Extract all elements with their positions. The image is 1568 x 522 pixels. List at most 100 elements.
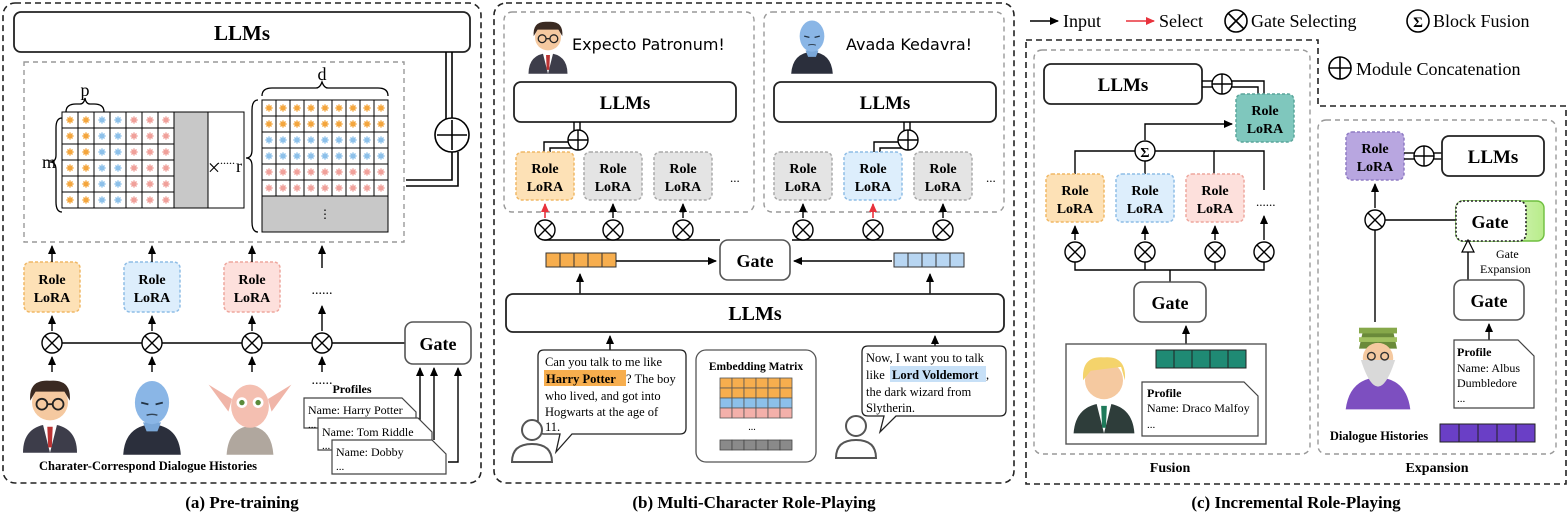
legend-input: Input: [1063, 11, 1101, 31]
embedding-cell: [767, 439, 781, 451]
svg-text:Can you talk to me like: Can you talk to me like: [545, 355, 662, 369]
svg-text:LoRA: LoRA: [234, 291, 271, 306]
embedding-cell: [779, 397, 793, 409]
embedding-cell: [767, 407, 781, 419]
embedding-vector-orange: [545, 252, 617, 268]
svg-text:Role: Role: [138, 273, 165, 288]
matrix-dot: [146, 148, 154, 156]
svg-text:? The boy: ? The boy: [626, 372, 677, 386]
matrix-dot: [82, 132, 90, 140]
matrix-dot: [293, 120, 301, 128]
role-lora-blue-fusion: Role LoRA: [1115, 173, 1175, 223]
ear-left: [208, 384, 232, 412]
matrix-dot: [279, 136, 287, 144]
role-lora-purple-expansion: Role LoRA: [1345, 131, 1405, 181]
matrix-dot: [82, 164, 90, 172]
matrix-frame: [23, 61, 405, 243]
matrix-dot: [293, 152, 301, 160]
matrix-dot: [321, 168, 329, 176]
svg-text:who lived, and got into: who lived, and got into: [545, 389, 661, 403]
matrix-dot: [349, 152, 357, 160]
profile-card-3: Name: Dobby ...: [331, 439, 447, 475]
matrix-dot: [146, 196, 154, 204]
svg-text:...: ...: [308, 419, 317, 431]
matrix-dot: [335, 168, 343, 176]
matrix-dot: [279, 104, 287, 112]
matrix-dot: [307, 152, 315, 160]
vector-cell: [559, 252, 575, 268]
svg-text:...: ...: [336, 461, 345, 473]
svg-text:...: ...: [1457, 393, 1466, 405]
matrix-dot: [335, 120, 343, 128]
svg-text:Role: Role: [599, 162, 626, 177]
panel-c-border: [1025, 39, 1567, 485]
histories-caption: Charater-Correspond Dialogue Histories: [39, 459, 257, 473]
gate-select-icon: [1064, 241, 1086, 263]
svg-text:Embedding Matrix: Embedding Matrix: [709, 361, 803, 373]
gate-expansion-label-1: Gate: [1496, 247, 1519, 261]
matrix-dot: [307, 184, 315, 192]
voldemort-avatar-a: [123, 381, 181, 455]
gate-select-icon: [241, 332, 263, 354]
matrix-dot: [114, 164, 122, 172]
module-concat-icon: [1328, 56, 1352, 80]
svg-text:Harry Potter: Harry Potter: [546, 372, 616, 386]
panel-c: LLMs Role LoRA Σ Role LoRA Role LoRA: [1025, 39, 1567, 485]
matrix-dot: [82, 196, 90, 204]
matrix-dot: [377, 184, 385, 192]
vector-cell: [1209, 349, 1229, 369]
matrix-dot: [293, 136, 301, 144]
matrix-m-label: m: [42, 152, 56, 172]
lora-more-dots: ......: [312, 283, 333, 298]
matrix-dot: [349, 120, 357, 128]
embedding-vector-purple: [1439, 423, 1536, 443]
matrix-dot: [130, 116, 138, 124]
panel-b-llms-main: [505, 293, 1005, 333]
gate-a-label: Gate: [420, 334, 457, 354]
svg-text:Σ: Σ: [1413, 15, 1423, 31]
face: [535, 24, 561, 51]
matrix-dot: [377, 120, 385, 128]
matrix-dot: [335, 104, 343, 112]
svg-text:LLMs: LLMs: [860, 93, 911, 114]
embedding-vector-teal: [1155, 349, 1247, 369]
matrix-dot: [114, 180, 122, 188]
caption-c: (c) Incremental Role-Playing: [1191, 493, 1401, 512]
svg-text:LoRA: LoRA: [925, 180, 962, 195]
matrix-dot: [98, 196, 106, 204]
matrix-dot: [82, 148, 90, 156]
matrix-dot: [162, 116, 170, 124]
expansion-caption: Expansion: [1405, 461, 1468, 476]
svg-text:Role: Role: [669, 162, 696, 177]
vector-cell: [1458, 423, 1479, 443]
hair: [30, 380, 70, 401]
hat-band-2: [1359, 337, 1397, 342]
embedding-cell: [743, 397, 757, 409]
matrix-dot: [335, 136, 343, 144]
embedding-cell: [767, 397, 781, 409]
matrix-dot: [98, 148, 106, 156]
embedding-cell: [731, 387, 745, 399]
vector-cell: [1227, 349, 1247, 369]
hat-band: [1359, 327, 1397, 334]
svg-text:LLMs: LLMs: [1098, 75, 1149, 96]
matrix-tail: [173, 111, 209, 209]
embedding-cell: [743, 387, 757, 399]
subframe-right: [763, 11, 1005, 213]
profile-card-dumbledore: Profile Name: Albus Dumbledore ...: [1453, 339, 1535, 409]
matrix-dot: [265, 104, 273, 112]
gate-select-icon: [534, 219, 556, 241]
matrix-dot: [146, 132, 154, 140]
role-lora-gray-b2: Role LoRA: [653, 151, 713, 201]
svg-text:like: like: [866, 368, 885, 382]
matrix-dot: [293, 184, 301, 192]
embedding-cell: [719, 397, 733, 409]
matrix-d-label: d: [318, 64, 327, 84]
caption-b: (b) Multi-Character Role-Playing: [632, 493, 876, 512]
role-lora-blue-a: Role LoRA: [123, 261, 181, 313]
svg-text:Name: Dobby: Name: Dobby: [336, 445, 404, 459]
subframe-left: [503, 11, 755, 213]
body: [226, 426, 274, 455]
svg-text:11.: 11.: [545, 420, 560, 434]
